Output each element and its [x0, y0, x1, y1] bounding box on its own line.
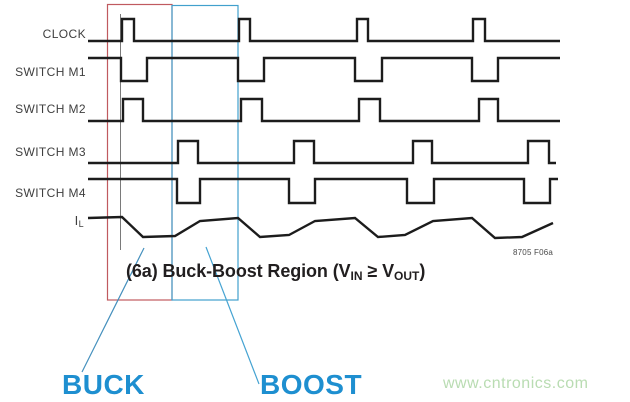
il-subscript: L [78, 219, 84, 229]
caption-sub-vout: OUT [394, 269, 420, 283]
switch-m1-waveform [88, 56, 560, 83]
figure-caption: (6a) Buck-Boost Region (VIN ≥ VOUT) [126, 261, 425, 283]
caption-text-end: ) [419, 261, 426, 281]
signal-label-switch-m1: SWITCH M1 [15, 65, 86, 79]
switch-m3-waveform [88, 139, 556, 165]
caption-sub-vin: IN [350, 269, 363, 283]
caption-text-mid: ≥ V [362, 261, 395, 281]
inductor-current-waveform [87, 215, 554, 240]
il-symbol: I [74, 213, 79, 228]
signal-label-il: IL [0, 213, 84, 230]
buck-pointer-line [81, 247, 145, 373]
switch-m4-waveform [88, 177, 558, 205]
watermark-text: www.cntronics.com [443, 375, 589, 392]
boost-region-box [171, 4, 239, 301]
region-label-boost: BOOST [260, 369, 363, 400]
switch-m2-waveform [88, 97, 560, 123]
signal-label-clock: CLOCK [42, 27, 86, 41]
figure-ref-code: 8705 F06a [513, 248, 554, 257]
boost-pointer-line [205, 246, 260, 385]
clock-waveform [88, 17, 560, 43]
signal-label-switch-m3: SWITCH M3 [15, 145, 86, 159]
caption-text: (6a) Buck-Boost Region (V [126, 261, 351, 281]
signal-label-switch-m2: SWITCH M2 [15, 102, 86, 116]
region-label-buck: BUCK [62, 369, 145, 400]
signal-label-switch-m4: SWITCH M4 [15, 186, 86, 200]
